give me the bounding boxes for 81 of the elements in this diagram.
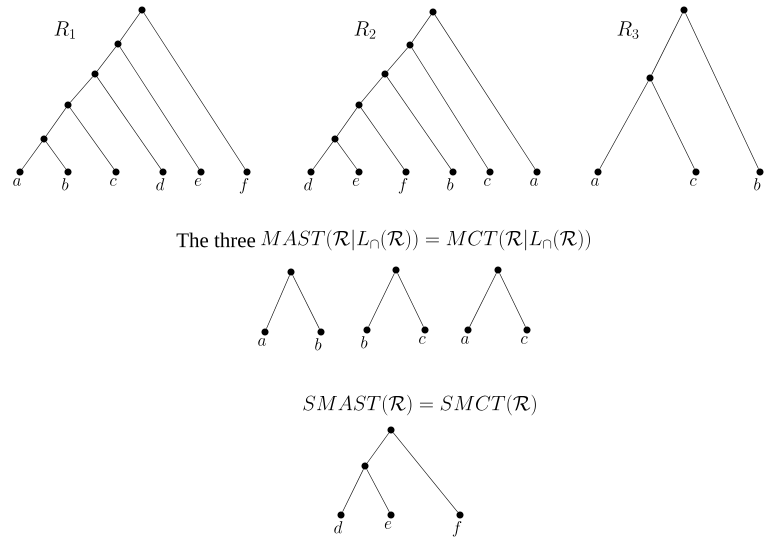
tree-edge [412, 14, 432, 42]
leaf-label: $d$ [334, 521, 342, 534]
tree-node-dot [362, 462, 368, 470]
leaf-label: $b$ [62, 178, 68, 190]
tree-edge [336, 108, 358, 136]
tree-edge [336, 142, 358, 170]
leaf-label: $c$ [110, 178, 117, 186]
tree-edge [386, 76, 452, 170]
tree-edge [46, 142, 66, 170]
leaf-label: $a$ [13, 178, 21, 186]
leaf-label: $b$ [447, 178, 454, 190]
tree-edge [96, 46, 116, 72]
tree-edge [360, 108, 404, 170]
leaf-label: $e$ [194, 178, 202, 186]
heading-formula: $SMAST(\mathcal{R}) = SMCT(\mathcal{R})$ [303, 394, 536, 416]
tree-node-dot [430, 8, 436, 16]
tree-edge [22, 142, 42, 170]
tree-node-dot [138, 6, 146, 14]
leaf-label: $e$ [384, 521, 392, 529]
tree-edge [70, 108, 114, 170]
tree-node-dot [332, 136, 338, 142]
tree-node-dot [392, 266, 400, 274]
tree-edge [120, 12, 140, 42]
leaf-label: $b$ [754, 178, 760, 190]
tree-edge [685, 13, 759, 169]
tree-name: $R_2$ [354, 21, 376, 39]
tree-edge [393, 432, 458, 512]
tree-node-dot [114, 40, 122, 48]
tree-edge [600, 80, 649, 170]
tree-edge [266, 275, 290, 329]
tree-node-dot [494, 266, 502, 274]
tree-edge [144, 12, 246, 170]
tree-node-dot [388, 426, 394, 434]
tree-edge [651, 81, 695, 169]
heading-text: The three [176, 232, 256, 248]
tree-edge [469, 273, 497, 327]
leaf-label: $a$ [530, 178, 538, 186]
tree-edge [361, 76, 383, 102]
tree-edge [312, 142, 334, 170]
tree-edge [46, 108, 66, 136]
tree-node-dot [288, 268, 294, 276]
leaf-label: $f$ [398, 178, 408, 194]
leaf-label: $d$ [156, 178, 164, 190]
tree-edge [397, 273, 424, 327]
tree-edge [499, 273, 526, 327]
leaf-label: $b$ [315, 338, 322, 350]
tree-edge [292, 275, 320, 329]
tree-node-dot [64, 102, 72, 108]
tree-edge [387, 48, 408, 72]
leaf-label: $e$ [352, 178, 360, 186]
tree-edge [651, 13, 683, 75]
leaf-label: $a$ [591, 178, 599, 186]
tree-node-dot [680, 6, 688, 14]
tree-edge [368, 273, 395, 327]
tree-node-dot [40, 136, 48, 142]
heading-formula: $MAST(\mathcal{R}|L_{\cap}(\mathcal{R})) = MCT(\mathcal{R}|L_{\cap}(\mathcal{R}))$ [261, 230, 590, 250]
leaf-label: $a$ [461, 336, 469, 344]
tree-node-dot [406, 42, 414, 48]
tree-node-dot [646, 74, 654, 82]
tree-edge [342, 469, 364, 512]
leaf-label: $f$ [452, 521, 462, 537]
tree-edge [366, 432, 390, 464]
leaf-label: $c$ [484, 178, 491, 186]
leaf-label: $d$ [304, 178, 312, 190]
leaf-label: $c$ [419, 336, 426, 344]
tree-node-dot [92, 70, 98, 78]
tree-edge [70, 76, 93, 102]
tree-name: $R_3$ [618, 21, 638, 39]
leaf-label: $c$ [521, 336, 528, 344]
tree-name: $R_1$ [54, 21, 75, 39]
tree-node-dot [356, 102, 362, 108]
leaf-label: $c$ [690, 178, 697, 186]
leaf-label: $f$ [240, 178, 248, 194]
tree-edge [412, 48, 488, 170]
tree-node-dot [382, 70, 388, 78]
tree-edge [434, 14, 536, 170]
tree-edge [96, 76, 162, 170]
tree-edge [120, 46, 200, 170]
tree-edge [366, 468, 390, 512]
leaf-label: $a$ [258, 338, 266, 346]
leaf-label: $b$ [361, 336, 368, 348]
